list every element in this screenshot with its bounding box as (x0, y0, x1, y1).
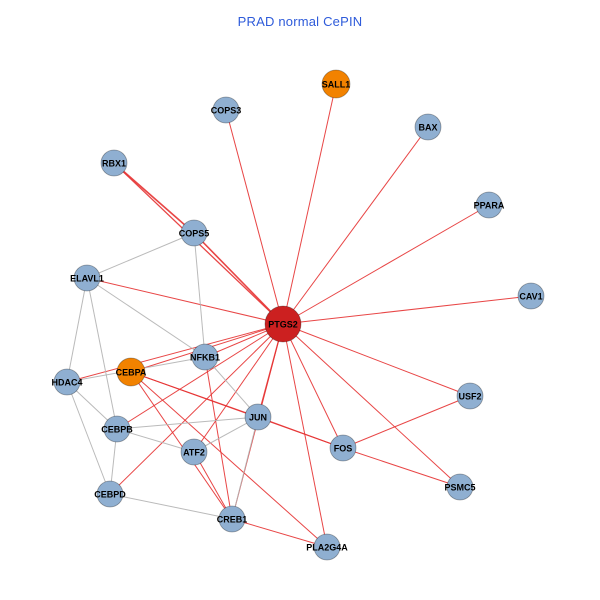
edge-RBX1-COPS5 (113, 162, 195, 234)
node-circle-NFKB1 (191, 343, 219, 371)
edge-CREB1-PLA2G4A (231, 518, 328, 548)
edge-HDAC4-CEBPD (66, 381, 111, 495)
node-circle-FOS (329, 434, 357, 462)
edge-FOS-PSMC5 (342, 447, 461, 488)
edge-CEBPB-JUN (116, 416, 259, 430)
edge-PTGS2-PSMC5 (282, 323, 461, 488)
edge-NFKB1-JUN (204, 356, 259, 418)
node-PPARA: PPARA (474, 191, 505, 219)
node-circle-CEBPB (103, 415, 131, 443)
edge-CEBPD-CREB1 (109, 493, 233, 520)
node-CEBPB: CEBPB (101, 415, 133, 443)
node-PTGS2: PTGS2 (264, 305, 302, 343)
node-COPS3: COPS3 (211, 96, 241, 124)
node-USF2: USF2 (456, 382, 484, 410)
edge-PTGS2-USF2 (282, 323, 471, 397)
node-circle-SALL1 (321, 69, 351, 99)
node-circle-RBX1 (100, 149, 128, 177)
edge-PTGS2-SALL1 (282, 83, 337, 325)
edge-FOS-USF2 (342, 395, 471, 449)
node-circle-ATF2 (180, 438, 208, 466)
edge-COPS5-ELAVL1 (86, 232, 195, 279)
node-circle-PTGS2 (264, 305, 302, 343)
node-circle-PPARA (475, 191, 503, 219)
node-circle-CAV1 (517, 282, 545, 310)
node-circle-COPS3 (212, 96, 240, 124)
edge-PTGS2-FOS (282, 323, 344, 449)
edge-ELAVL1-HDAC4 (66, 277, 88, 383)
edge-CEBPB-ATF2 (116, 428, 195, 453)
node-FOS: FOS (329, 434, 357, 462)
node-circle-PSMC5 (446, 473, 474, 501)
edge-PTGS2-BAX (282, 126, 429, 325)
edge-PTGS2-PPARA (282, 204, 490, 325)
edge-PTGS2-ELAVL1 (86, 277, 284, 325)
node-circle-USF2 (456, 382, 484, 410)
edges-layer (66, 83, 532, 548)
node-circle-JUN (244, 403, 272, 431)
node-circle-ELAVL1 (73, 264, 101, 292)
node-CEBPD: CEBPD (94, 480, 126, 508)
edge-CEBPA-PLA2G4A (130, 371, 328, 548)
edge-PTGS2-COPS3 (225, 109, 284, 325)
node-PSMC5: PSMC5 (444, 473, 476, 501)
node-CREB1: CREB1 (217, 505, 247, 533)
node-RBX1: RBX1 (100, 149, 128, 177)
node-circle-HDAC4 (53, 368, 81, 396)
edge-PTGS2-ATF2 (193, 323, 284, 453)
edge-PTGS2-CEBPD (109, 323, 284, 495)
node-JUN: JUN (244, 403, 272, 431)
node-circle-CEBPD (96, 480, 124, 508)
edge-ELAVL1-CEBPB (86, 277, 118, 430)
edge-NFKB1-CREB1 (204, 356, 233, 520)
node-PLA2G4A: PLA2G4A (306, 533, 348, 561)
node-circle-BAX (414, 113, 442, 141)
nodes-layer: SALL1COPS3BAXRBX1PPARACOPS5ELAVL1CAV1PTG… (51, 69, 545, 561)
edge-PTGS2-HDAC4 (66, 323, 284, 383)
edge-COPS5-NFKB1 (193, 232, 206, 358)
node-BAX: BAX (414, 113, 442, 141)
edge-CEBPA-CREB1 (130, 371, 233, 520)
edge-PTGS2-CAV1 (282, 295, 532, 325)
node-circle-CREB1 (218, 505, 246, 533)
node-ATF2: ATF2 (180, 438, 208, 466)
node-circle-PLA2G4A (313, 533, 341, 561)
edge-PTGS2-COPS5 (193, 232, 284, 325)
plot-title: PRAD normal CePIN (237, 14, 363, 29)
edge-PTGS2-CEBPB (116, 323, 284, 430)
edge-ELAVL1-NFKB1 (86, 277, 206, 358)
node-HDAC4: HDAC4 (51, 368, 83, 396)
node-circle-CEBPA (116, 357, 146, 387)
node-CAV1: CAV1 (517, 282, 545, 310)
node-SALL1: SALL1 (321, 69, 351, 99)
edge-JUN-CREB1 (231, 416, 259, 520)
edge-PTGS2-PLA2G4A (282, 323, 328, 548)
node-ELAVL1: ELAVL1 (70, 264, 104, 292)
edge-JUN-FOS (257, 416, 344, 449)
node-circle-COPS5 (180, 219, 208, 247)
